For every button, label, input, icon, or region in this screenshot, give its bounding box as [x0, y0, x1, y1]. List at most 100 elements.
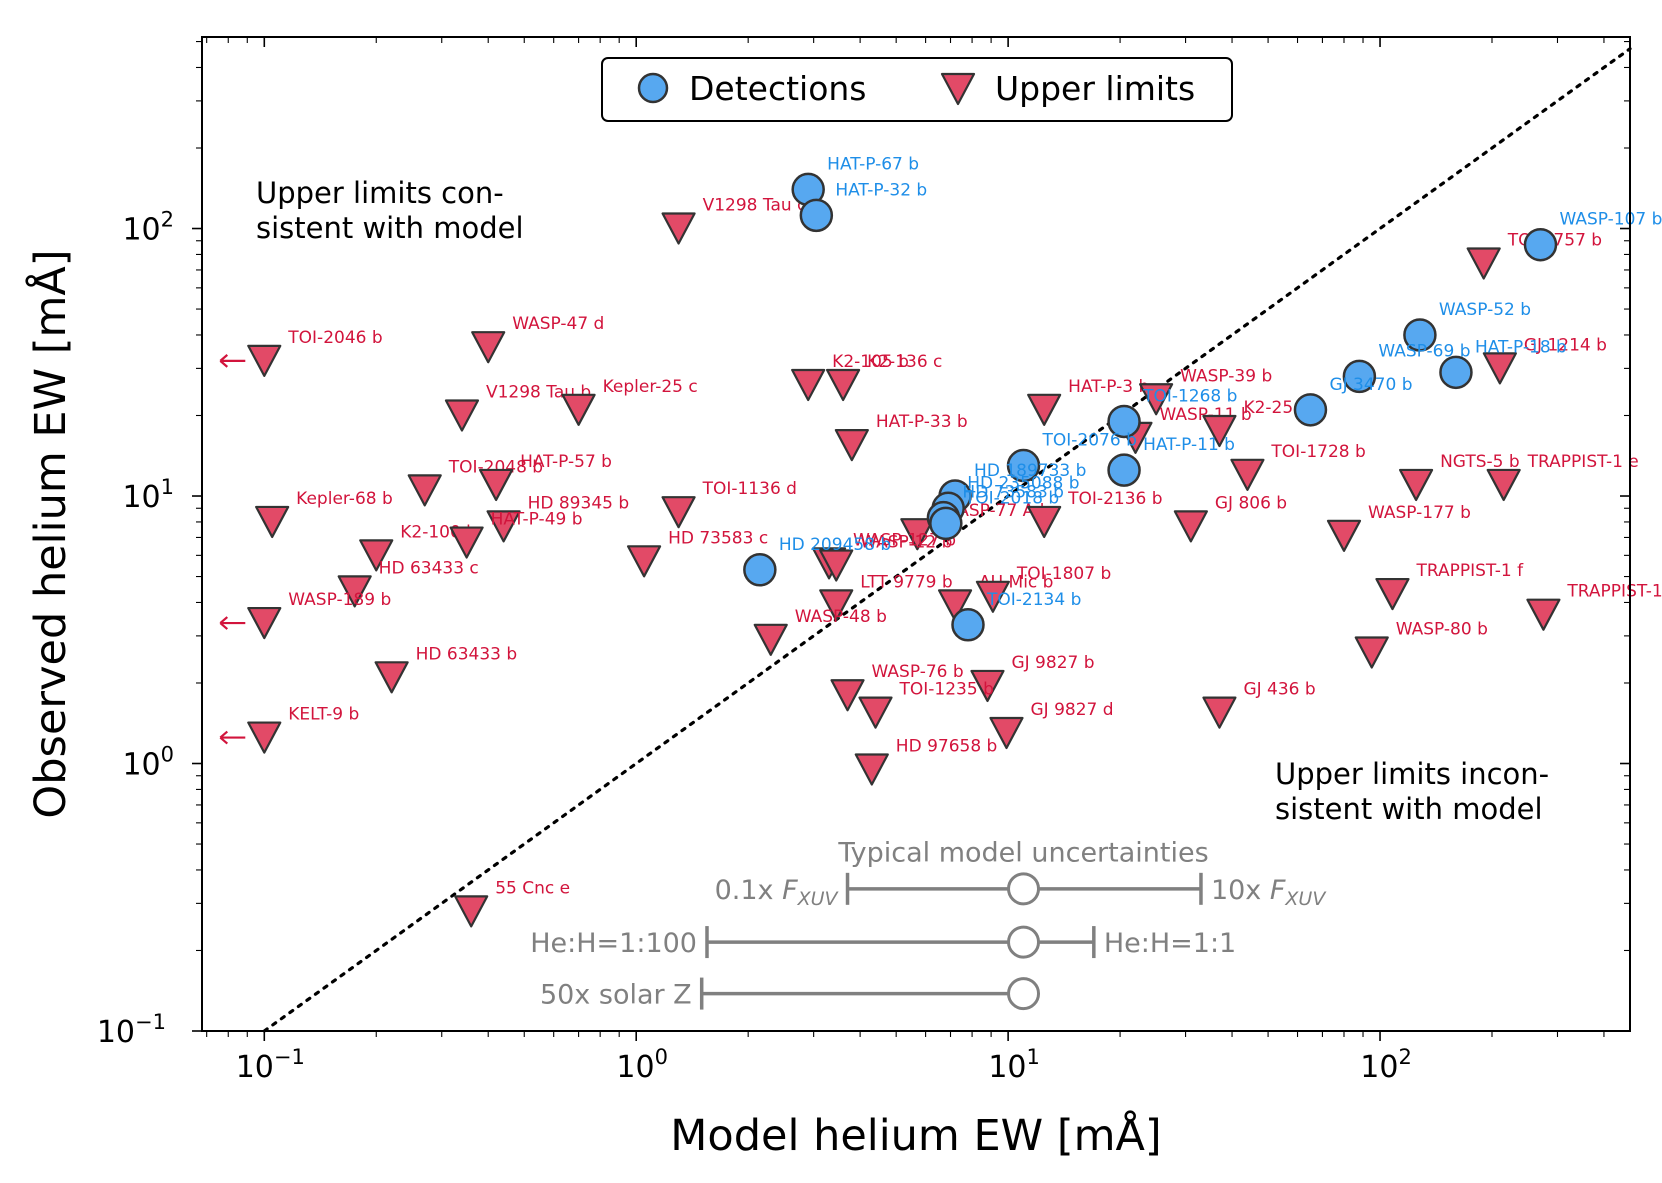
upper-limit-label: TOI-2046 b	[287, 328, 382, 348]
upper-limit-label: K2-105 b	[832, 352, 909, 372]
uncertainty-low-label: 0.1x FXUV	[715, 875, 840, 910]
legend-detection-marker	[637, 72, 669, 104]
upper-limit-label: GJ 436 b	[1243, 680, 1315, 700]
upper-limit-label: WASP-39 b	[1180, 366, 1272, 386]
upper-limit-marker	[854, 753, 889, 786]
legend-upper-limits-label: Upper limits	[995, 69, 1195, 108]
upper-limit-marker	[661, 212, 696, 245]
detection-label: WASP-107 b	[1559, 210, 1662, 230]
uncertainty-center-marker	[1007, 872, 1041, 906]
x-tick-label: 102	[1360, 1045, 1412, 1085]
upper-limit-label: TOI-2048 b	[448, 457, 543, 477]
detection-marker	[1342, 359, 1377, 394]
upper-limit-label: WASP-12 b	[860, 532, 952, 552]
upper-limit-label: HD 97658 b	[896, 736, 998, 756]
detection-marker	[1523, 227, 1558, 262]
upper-limit-label: HAT-P-3 b	[1068, 377, 1149, 397]
detection-marker	[1107, 404, 1141, 439]
uncertainty-low-label: He:H=1:100	[530, 928, 697, 959]
x-tick-label: 10−1	[236, 1045, 305, 1085]
upper-limit-label: TRAPPIST-1 e	[1527, 452, 1639, 472]
y-tick-label: 10−1	[97, 1010, 166, 1050]
upper-limit-label: K2-136 c	[867, 352, 942, 372]
upper-limit-label: LTT 9779 b	[860, 572, 952, 592]
uncertainty-center-marker	[1007, 977, 1041, 1011]
upper-limit-label: GJ 9827 d	[1030, 700, 1113, 720]
upper-limit-label: HD 89345 b	[528, 493, 630, 513]
upper-limit-label: TOI-2136 b	[1067, 489, 1162, 509]
annotation-consistent-line-2: sistent with model	[256, 211, 524, 245]
detection-label: HAT-P-67 b	[827, 154, 919, 174]
upper-limit-marker	[858, 696, 893, 729]
detection-marker	[1439, 355, 1473, 390]
annotation-inconsistent-line-1: Upper limits incon-	[1275, 757, 1549, 791]
upper-limit-marker	[970, 669, 1005, 703]
upper-limit-marker	[449, 526, 484, 559]
upper-limit-marker	[247, 606, 282, 640]
detection-marker	[799, 198, 834, 233]
detection-label: HAT-P-32 b	[835, 180, 927, 200]
upper-limit-marker	[247, 721, 282, 754]
upper-limit-label: GJ 1214 b	[1524, 335, 1607, 355]
upper-limit-marker	[454, 895, 489, 928]
left-arrow-icon	[219, 616, 246, 630]
upper-limit-label: V1298 Tau c	[703, 196, 807, 216]
upper-limit-marker	[1202, 696, 1237, 729]
upper-limit-marker	[753, 623, 788, 656]
upper-limit-marker	[626, 545, 662, 578]
upper-limit-marker	[1526, 598, 1561, 631]
upper-limit-marker	[1173, 510, 1208, 543]
upper-limit-label: K2-25 b	[1243, 398, 1309, 418]
upper-limit-marker	[937, 589, 973, 622]
upper-limit-label: TOI-1235 b	[899, 680, 994, 700]
upper-limit-label: HAT-P-57 b	[520, 452, 612, 472]
legend-box	[601, 57, 1233, 122]
upper-limit-label: WASP-47 d	[512, 314, 604, 334]
detection-marker	[1403, 318, 1437, 352]
upper-limit-label: WASP-177 b	[1368, 503, 1471, 523]
uncertainty-title: Typical model uncertainties	[837, 838, 1208, 869]
detection-marker	[1107, 453, 1141, 487]
y-tick-label: 101	[122, 475, 174, 515]
upper-limit-marker	[255, 505, 290, 539]
upper-limit-label: HAT-P-33 b	[876, 412, 968, 432]
uncertainty-high-label: He:H=1:1	[1104, 928, 1236, 959]
upper-limit-marker	[486, 510, 521, 543]
upper-limit-marker	[561, 393, 596, 426]
upper-limit-label: GJ 806 b	[1215, 493, 1287, 513]
upper-limit-marker	[1202, 414, 1237, 448]
upper-limit-label: TOI-1136 d	[702, 479, 797, 499]
x-tick-label: 100	[616, 1045, 668, 1085]
upper-limit-label: TOI-1807 b	[1016, 564, 1111, 584]
upper-limit-marker	[471, 331, 506, 364]
upper-limit-label: WASP-76 b	[872, 662, 964, 682]
plot-frame	[201, 36, 1631, 1032]
upper-limit-marker	[1466, 247, 1501, 280]
detection-label: HD 189733 b	[974, 461, 1086, 481]
annotation-consistent-line-1: Upper limits con-	[256, 176, 504, 210]
left-arrow-icon	[219, 354, 246, 368]
upper-limit-marker	[359, 539, 394, 572]
detection-marker	[929, 506, 963, 541]
upper-limit-marker	[989, 716, 1024, 750]
upper-limit-label: Kepler-68 b	[296, 489, 393, 509]
legend-upper-limit-marker	[940, 72, 976, 106]
upper-limit-label: WASP-48 b	[795, 607, 887, 627]
upper-limit-label: WASP-127 b	[853, 530, 956, 550]
upper-limit-label: GJ 9827 b	[1011, 653, 1094, 673]
upper-limit-marker	[819, 589, 854, 622]
upper-limit-label: Kepler-25 c	[603, 377, 698, 397]
upper-limit-marker	[407, 474, 442, 507]
upper-limit-label: 55 Cnc e	[495, 878, 570, 898]
upper-limit-label: TRAPPIST-1 b	[1566, 582, 1662, 602]
detection-label: GJ 3470 b	[1329, 375, 1412, 395]
detection-label: TOI-2076 b	[1042, 431, 1137, 451]
detection-label: TOI-2018 b	[964, 488, 1059, 508]
detection-label: HAT-P-11 b	[1143, 435, 1235, 455]
upper-limit-marker	[819, 549, 854, 582]
y-axis-label: Observed helium EW [mÅ]	[25, 249, 76, 818]
x-tick-label: 101	[988, 1045, 1040, 1085]
